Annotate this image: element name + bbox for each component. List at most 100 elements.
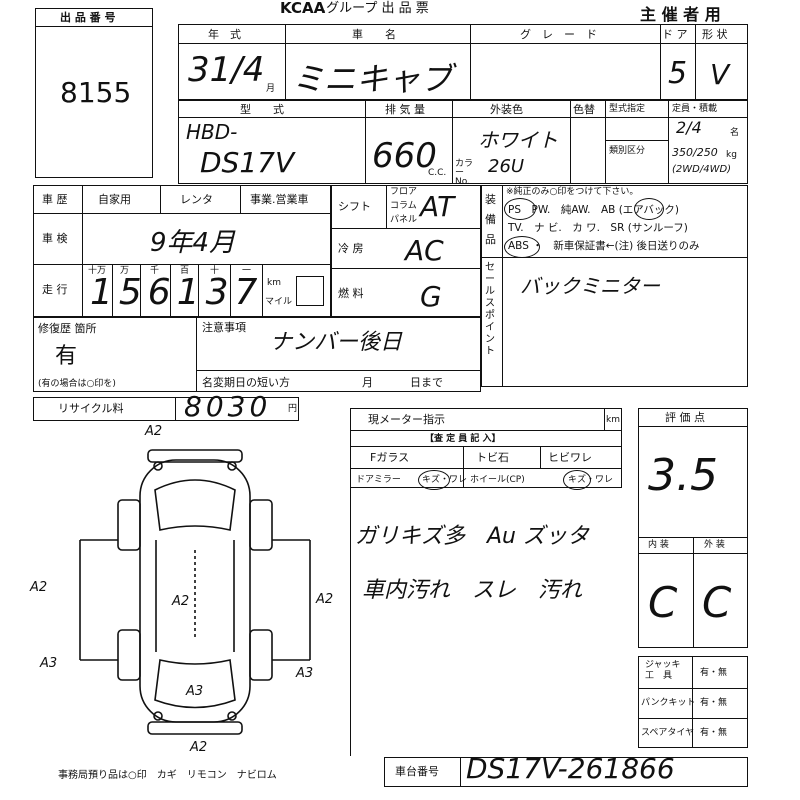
- exterior-label: 外 装: [704, 540, 725, 550]
- yen-unit: 円: [288, 404, 298, 414]
- model-label: 型 式: [240, 103, 284, 116]
- door-label: ド ア: [662, 28, 688, 41]
- ac-value: AC: [405, 234, 444, 267]
- shift-floor: フロア: [390, 187, 418, 197]
- inspector-section-label: 【査 定 員 記 入】: [425, 434, 501, 444]
- recycle-label: リサイクル料: [58, 402, 124, 415]
- body-type-value: V: [710, 58, 730, 91]
- damage-mark-right: A2: [316, 592, 334, 607]
- ac-label: 冷 房: [338, 242, 364, 255]
- history-private: 自家用: [98, 193, 131, 206]
- history-business: 事業.営業車: [250, 193, 309, 206]
- digit-head-1k: 千: [150, 266, 160, 276]
- capacity-label: 定員・積載: [672, 104, 718, 114]
- exterior-color-value: ホワイト: [478, 128, 558, 152]
- shift-label: シフト: [338, 200, 371, 213]
- windshield-crack: ヒビワレ: [548, 451, 592, 464]
- circle-wheel-scratch: [563, 470, 591, 490]
- circle-ps: [504, 198, 536, 220]
- repair-history-value: 有: [55, 344, 78, 369]
- km-unit: km: [267, 278, 281, 288]
- front-right-wheel: [249, 499, 273, 551]
- rear-left-wheel: [117, 629, 141, 681]
- name-change-day: 日まで: [410, 376, 443, 389]
- capacity-value: 2/4: [676, 118, 702, 137]
- history-label: 車 歴: [42, 193, 68, 206]
- equipment-note: ※純正のみ○印をつけて下さい。: [506, 187, 639, 197]
- damage-mark-rear-right: A3: [296, 666, 314, 681]
- circle-mirror-scratch: [418, 470, 450, 490]
- color-change-label: 色替: [573, 103, 595, 116]
- digit-head-10k: 万: [120, 266, 130, 276]
- sales-point-value: バックミニター: [520, 274, 660, 298]
- displacement-label: 排 気 量: [385, 103, 425, 116]
- lot-number-label: 出 品 番 号: [60, 11, 116, 24]
- equipment-line-3: ABS ・ 新車保証書←(注) 後日送りのみ: [508, 240, 700, 252]
- interior-grade: C: [648, 578, 678, 627]
- damage-mark-roof: A2: [172, 594, 190, 609]
- inspection-value: 9年4月: [150, 228, 236, 258]
- recycle-box: [33, 397, 299, 421]
- color-number-value: 26U: [488, 156, 525, 177]
- spare-label: スペアタイヤ: [641, 728, 695, 738]
- brand-logo: KCAA: [280, 0, 326, 17]
- windshield-chip: トビ石: [476, 451, 509, 464]
- model-value-1: HBD-: [186, 120, 238, 144]
- lot-number: 8155: [60, 76, 132, 109]
- drive-block: [331, 185, 481, 317]
- caution-label: 注意事項: [202, 321, 246, 334]
- year-value: 31/4: [188, 50, 265, 90]
- spare-value: 有・無: [700, 728, 728, 738]
- office-items-note: 事務局預り品は○印 カギ リモコン ナビロム: [58, 770, 277, 781]
- score-label: 評 価 点: [665, 411, 705, 424]
- name-change-month: 月: [362, 376, 373, 389]
- chassis-box: [384, 757, 748, 787]
- rear-window: [154, 659, 236, 709]
- shift-column: コラム: [390, 201, 417, 211]
- puncture-label: パンクキット: [641, 698, 696, 708]
- fuel-value: G: [420, 280, 442, 313]
- digit-head-1: 一: [242, 266, 252, 276]
- damage-mark-front: A2: [145, 424, 163, 439]
- lot-number-box: [35, 8, 153, 178]
- damage-mark-bumper: A2: [190, 740, 208, 755]
- history-rental: レンタ: [180, 193, 213, 206]
- repair-block: [33, 317, 481, 392]
- damage-mark-left: A2: [30, 580, 48, 595]
- mile-checkbox: [296, 276, 324, 306]
- damage-mark-rear: A3: [186, 684, 204, 699]
- mileage-label: 走 行: [42, 283, 68, 296]
- exterior-grade: C: [702, 578, 732, 627]
- exterior-color-label: 外装色: [490, 103, 523, 116]
- windshield: [154, 479, 236, 531]
- caution-value: ナンバー後日: [270, 330, 403, 355]
- body-type-label: 形 状: [702, 28, 728, 41]
- equipment-block: [481, 185, 748, 387]
- equipment-label: 装 備 品: [485, 193, 496, 246]
- vehicle-row-2: [178, 100, 748, 184]
- load-value: 350/250: [672, 146, 718, 159]
- digit-head-100: 百: [180, 266, 190, 276]
- meter-label: 現メーター指示: [368, 413, 445, 426]
- equipment-line-2: TV. ナ ビ. カ ワ. SR (サンルーフ): [508, 222, 688, 234]
- history-block: [33, 185, 331, 317]
- inspector-block: [350, 408, 622, 488]
- door-value: 5: [668, 56, 688, 91]
- mirror-label: ドアミラー: [356, 475, 401, 485]
- inspector-note-2: 車内汚れ スレ 汚れ: [362, 578, 583, 603]
- score-value: 3.5: [648, 450, 718, 501]
- capacity-unit: 名: [730, 128, 740, 138]
- model-value-2: DS17V: [200, 146, 295, 179]
- year-label: 年 式: [208, 28, 241, 41]
- mileage-value: 156137: [90, 272, 264, 313]
- rear-right-wheel: [249, 629, 273, 681]
- displacement-value: 660: [372, 136, 437, 176]
- car-name-label: 車 名: [352, 28, 396, 41]
- meter-km-unit: km: [606, 415, 620, 425]
- shift-panel: パネル: [390, 215, 418, 225]
- chassis-number: DS17V-261866: [466, 752, 675, 785]
- grade-label: グ レ ー ド: [520, 28, 597, 41]
- type-spec-label: 型式指定: [609, 104, 646, 114]
- load-unit: kg: [726, 150, 737, 160]
- organizer-label: 主 催 者 用: [640, 5, 721, 24]
